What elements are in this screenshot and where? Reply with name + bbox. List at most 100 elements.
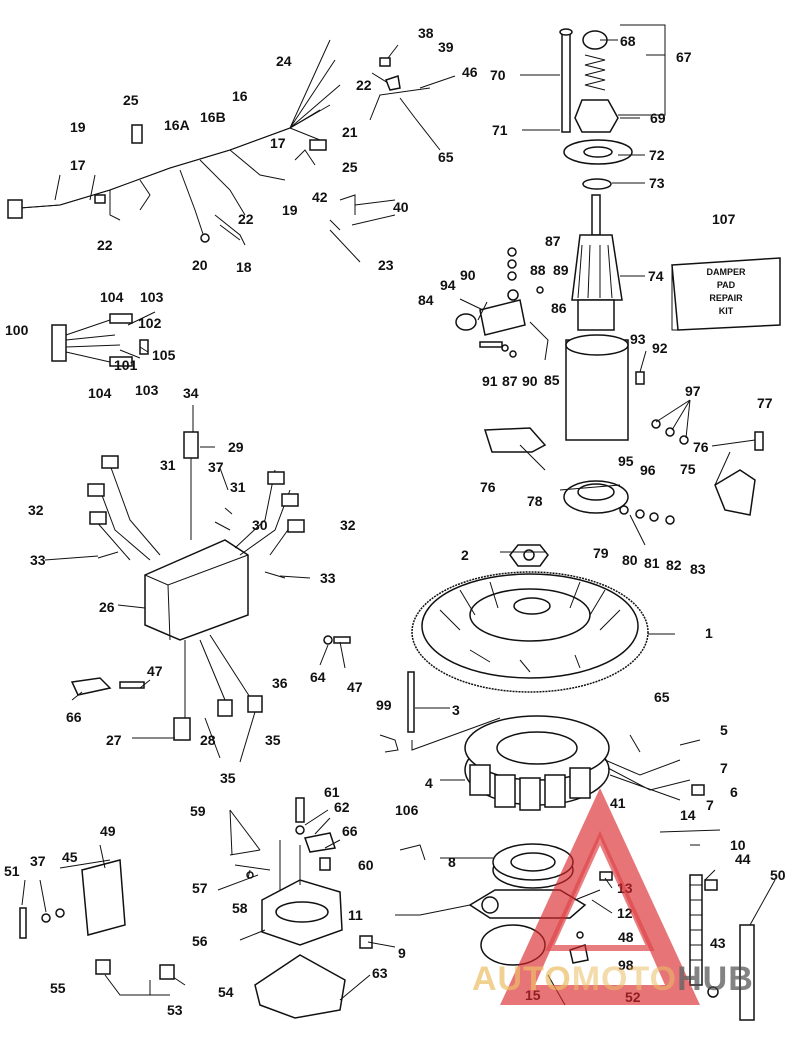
callout-65b: 65: [654, 689, 670, 705]
automotohub-watermark: AUTOMOTOHUB: [472, 788, 754, 1005]
callout-29: 29: [228, 439, 244, 455]
damper-pad-repair-kit: DAMPER PAD REPAIR KIT: [671, 257, 781, 331]
callout-46: 46: [462, 64, 478, 80]
callout-16a: 16A: [164, 117, 190, 133]
callout-66b: 66: [342, 823, 358, 839]
callout-99: 99: [376, 697, 392, 713]
callout-72: 72: [649, 147, 665, 163]
callout-107: 107: [712, 211, 736, 227]
callout-100: 100: [5, 322, 29, 338]
callout-75: 75: [680, 461, 696, 477]
callout-39: 39: [438, 39, 454, 55]
callout-31a: 31: [160, 457, 176, 473]
stator: [464, 715, 705, 811]
callout-85: 85: [544, 372, 560, 388]
callout-96: 96: [640, 462, 656, 478]
callout-87a: 87: [545, 233, 561, 249]
connector-assembly: [51, 313, 149, 367]
callout-53: 53: [167, 1002, 183, 1018]
callout-40: 40: [393, 199, 409, 215]
callout-34: 34: [183, 385, 199, 401]
callout-88: 88: [530, 262, 546, 278]
callout-105: 105: [152, 347, 176, 363]
callout-90b: 90: [522, 373, 538, 389]
callout-22b: 22: [238, 211, 254, 227]
callout-66a: 66: [66, 709, 82, 725]
kit-line-1: DAMPER: [706, 267, 746, 277]
callout-45: 45: [62, 849, 78, 865]
callout-16b: 16B: [200, 109, 226, 125]
callout-101: 101: [114, 357, 138, 373]
callout-33b: 33: [320, 570, 336, 586]
flywheel: [407, 544, 649, 751]
callout-104b: 104: [88, 385, 112, 401]
callout-26: 26: [99, 599, 115, 615]
callout-22c: 22: [97, 237, 113, 253]
callout-41: 41: [610, 795, 626, 811]
callout-51: 51: [4, 863, 20, 879]
callout-10: 10: [730, 837, 746, 853]
callout-97: 97: [685, 383, 701, 399]
callout-76a: 76: [480, 479, 496, 495]
callout-33a: 33: [30, 552, 46, 568]
callout-28: 28: [200, 732, 216, 748]
callout-92: 92: [652, 340, 668, 356]
callout-73: 73: [649, 175, 665, 191]
starter-motor-assembly: [455, 28, 764, 525]
callout-17b: 17: [270, 135, 286, 151]
callout-37a: 37: [208, 459, 224, 475]
callout-11: 11: [348, 907, 363, 923]
callout-60: 60: [358, 857, 374, 873]
callout-21: 21: [342, 124, 358, 140]
callout-2: 2: [461, 547, 469, 563]
callout-3: 3: [452, 702, 460, 718]
callout-47b: 47: [347, 679, 363, 695]
callout-1: 1: [705, 625, 713, 641]
leader-lines: [21, 24, 776, 1006]
callout-78: 78: [527, 493, 543, 509]
callout-65a: 65: [438, 149, 454, 165]
callout-55: 55: [50, 980, 66, 996]
callout-83: 83: [690, 561, 706, 577]
callout-5: 5: [720, 722, 728, 738]
callout-102: 102: [138, 315, 162, 331]
callout-57: 57: [192, 880, 208, 896]
callout-14: 14: [680, 807, 696, 823]
callout-48: 48: [618, 929, 634, 945]
callout-62: 62: [334, 799, 350, 815]
wiring-harness: [7, 39, 341, 246]
watermark-hub: HUB: [677, 960, 754, 998]
callout-54: 54: [218, 984, 234, 1000]
callout-43: 43: [710, 935, 726, 951]
callout-82: 82: [666, 557, 682, 573]
callout-labels: 1 2 3 4 5 6 7 7 8 9 10 11 12 13 14 15 16…: [4, 25, 786, 1018]
callout-6: 6: [730, 784, 738, 800]
callout-23: 23: [378, 257, 394, 273]
callout-27: 27: [106, 732, 122, 748]
callout-68: 68: [620, 33, 636, 49]
callout-19b: 19: [282, 202, 298, 218]
callout-42: 42: [312, 189, 328, 205]
callout-106: 106: [395, 802, 419, 818]
callout-80: 80: [622, 552, 638, 568]
callout-35b: 35: [265, 732, 281, 748]
callout-49: 49: [100, 823, 116, 839]
callout-87b: 87: [502, 373, 518, 389]
callout-59: 59: [190, 803, 206, 819]
callout-77: 77: [757, 395, 773, 411]
callout-79: 79: [593, 545, 609, 561]
callout-9: 9: [398, 945, 406, 961]
callout-93: 93: [630, 331, 646, 347]
watermark-text: AUTOMOTOHUB: [472, 960, 754, 998]
callout-38: 38: [418, 25, 434, 41]
kit-line-2: PAD: [717, 280, 736, 290]
callout-8: 8: [448, 854, 456, 870]
callout-7a: 7: [720, 760, 728, 776]
callout-20: 20: [192, 257, 208, 273]
callout-74: 74: [648, 268, 664, 284]
callout-70: 70: [490, 67, 506, 83]
callout-103b: 103: [135, 382, 159, 398]
callout-36: 36: [272, 675, 288, 691]
callout-76b: 76: [693, 439, 709, 455]
watermark-moto: MOTO: [572, 960, 677, 998]
